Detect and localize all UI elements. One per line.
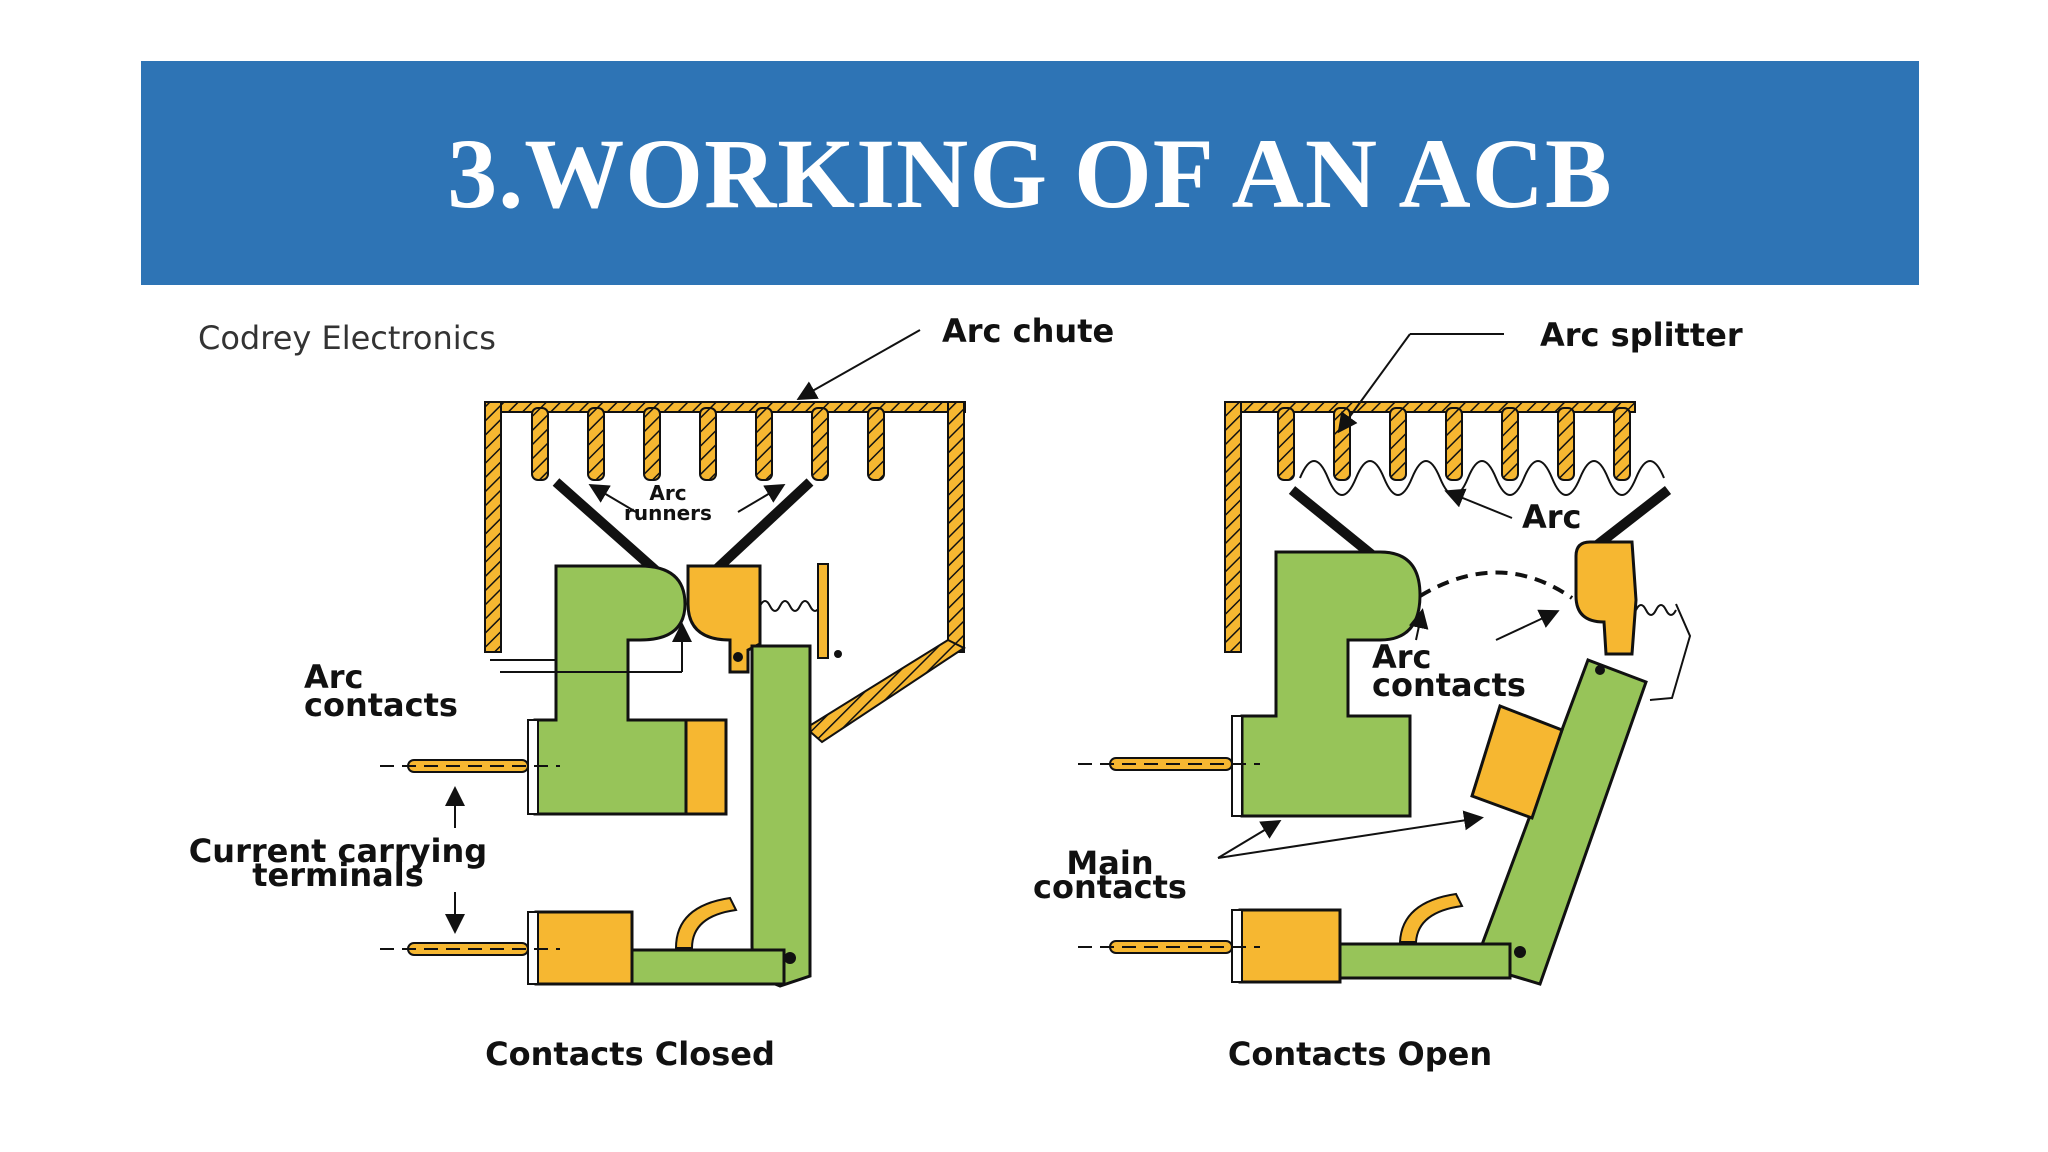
- closed-diagram: Arc runners Arc chute Arc conta: [189, 312, 1114, 1073]
- terminals-label-2: terminals: [252, 856, 423, 894]
- fixed-contact: [533, 564, 688, 816]
- terminals-label-1: Current carrying: [189, 832, 487, 870]
- arc-line: [1299, 460, 1665, 496]
- bottom-link: [630, 948, 786, 986]
- main-contacts-label-2: contacts: [1033, 868, 1187, 906]
- main-contacts-label-1: Main: [1066, 844, 1153, 882]
- bottom-terminal-block: [534, 910, 634, 986]
- open-moving-arc-contact: [1574, 540, 1638, 656]
- open-arc-chute-left-wall: [1224, 401, 1242, 653]
- open-arc-contacts-label-1: Arc: [1372, 638, 1432, 676]
- arc-label: Arc: [1522, 498, 1582, 536]
- arc-chute-label: Arc chute: [942, 312, 1114, 350]
- open-bottom-link: [1338, 942, 1512, 980]
- title-banner: 3.WORKING OF AN ACB: [141, 61, 1919, 285]
- arc-gap: [1418, 570, 1574, 600]
- arc-chute-right-wall: [947, 401, 965, 653]
- arc-chute-slant: [804, 638, 966, 744]
- open-arc-contacts-label-2: contacts: [1372, 666, 1526, 704]
- arc-contacts-label-2: contacts: [304, 686, 458, 724]
- arc-chute-top: [484, 401, 966, 413]
- open-diagram: Arc splitter Arc Arc contacts Main conta…: [1033, 316, 1743, 1073]
- open-main-contact-moving: [1470, 704, 1564, 820]
- main-contact-fixed: [684, 718, 728, 816]
- closed-caption: Contacts Closed: [485, 1035, 775, 1073]
- arc-runners-label-1: Arc: [649, 481, 686, 505]
- open-moving-arm: [1478, 658, 1648, 986]
- moving-arc-contact: [686, 564, 762, 674]
- arc-splitter-plates: [531, 407, 885, 481]
- slide-title: 3.WORKING OF AN ACB: [447, 117, 1613, 229]
- spring: [759, 600, 821, 612]
- arc-runners-label-2: runners: [624, 501, 712, 525]
- open-arc-splitter-plates: [1277, 407, 1631, 481]
- credit-text: Codrey Electronics: [198, 319, 496, 357]
- arc-chute-left-wall: [484, 401, 502, 653]
- arc-contacts-label-1: Arc: [304, 658, 364, 696]
- moving-arm: [750, 644, 812, 988]
- arc-splitter-label: Arc splitter: [1540, 316, 1743, 354]
- open-caption: Contacts Open: [1228, 1035, 1492, 1073]
